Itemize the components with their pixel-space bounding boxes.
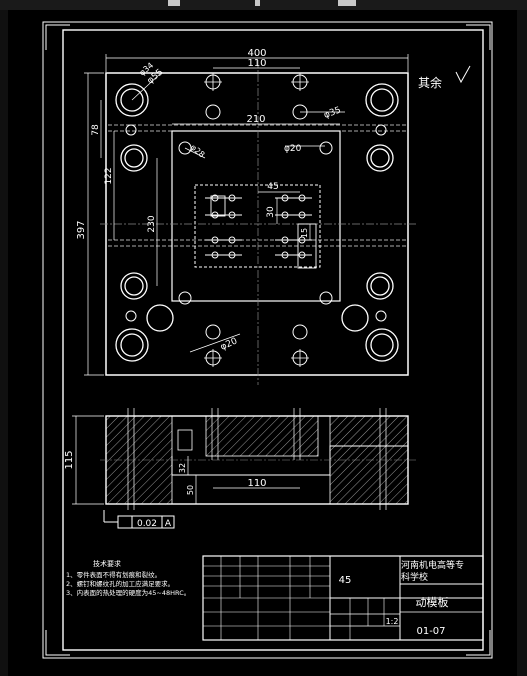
section-view: 115 110 32 50 0.02 A xyxy=(64,408,416,529)
datum-letter: A xyxy=(165,519,172,529)
inner-border xyxy=(62,29,484,651)
trim-marks xyxy=(45,24,491,656)
dim-30: 30 xyxy=(266,206,276,218)
note-item-3: 3、内表面的热处理的硬度为45~48HRC。 xyxy=(66,588,190,597)
toolbar-fragment xyxy=(255,0,260,6)
material-text: 45 xyxy=(339,575,352,586)
left-margin xyxy=(0,10,8,676)
guide-bushings xyxy=(115,83,399,362)
cad-drawing-canvas: 400 110 210 397 78 122 230 45 30 15 φ55 … xyxy=(42,21,493,659)
ejector-pin-cluster xyxy=(205,194,317,269)
roughness-symbol xyxy=(455,65,471,84)
part-name: 动模板 xyxy=(416,595,449,609)
dim-dia-20-bottom: φ20 xyxy=(219,336,239,353)
cavity-insert xyxy=(171,130,341,302)
dim-15: 15 xyxy=(300,228,309,238)
section-dim-32: 32 xyxy=(178,463,187,473)
note-item-2: 2、螺钉和螺纹孔的加工应满足要求。 xyxy=(66,579,174,588)
dim-dia-20: φ20 xyxy=(284,144,302,154)
school-name-line2: 科学校 xyxy=(401,571,428,583)
dim-dia-28: φ28 xyxy=(189,143,207,160)
section-dim-50: 50 xyxy=(186,485,195,495)
dim-dia-35: φ35 xyxy=(323,105,343,120)
outer-border xyxy=(42,21,493,659)
surface-finish-note: 其余 xyxy=(418,75,442,90)
section-dim-115: 115 xyxy=(64,450,75,469)
note-item-1: 1、零件表面不得有划痕和裂纹。 xyxy=(66,570,161,579)
cavity-pocket xyxy=(194,184,321,268)
drawing-number: 01-07 xyxy=(416,626,445,637)
section-dim-110: 110 xyxy=(247,478,266,489)
dim-397: 397 xyxy=(76,220,87,239)
school-name-line1: 河南机电高等专 xyxy=(401,559,464,571)
dim-78: 78 xyxy=(91,124,101,136)
dim-400: 400 xyxy=(247,48,266,59)
title-block xyxy=(202,555,484,641)
dim-210: 210 xyxy=(246,114,265,125)
dim-230: 230 xyxy=(147,215,157,232)
application-top-bar xyxy=(0,0,527,10)
tolerance-value: 0.02 xyxy=(137,519,157,529)
toolbar-fragment xyxy=(338,0,356,6)
right-margin xyxy=(517,10,527,676)
dim-122: 122 xyxy=(104,167,114,184)
toolbar-fragment xyxy=(168,0,180,6)
dim-45: 45 xyxy=(267,182,278,192)
dim-110-top: 110 xyxy=(247,58,266,69)
notes-heading: 技术要求 xyxy=(93,559,121,568)
tolerance-frame xyxy=(103,510,175,529)
plan-view: 400 110 210 397 78 122 230 45 30 15 φ55 … xyxy=(76,48,471,385)
scale-value: 1:2 xyxy=(386,617,399,626)
technical-notes: 技术要求 1、零件表面不得有划痕和裂纹。 2、螺钉和螺纹孔的加工应满足要求。 3… xyxy=(66,559,190,597)
